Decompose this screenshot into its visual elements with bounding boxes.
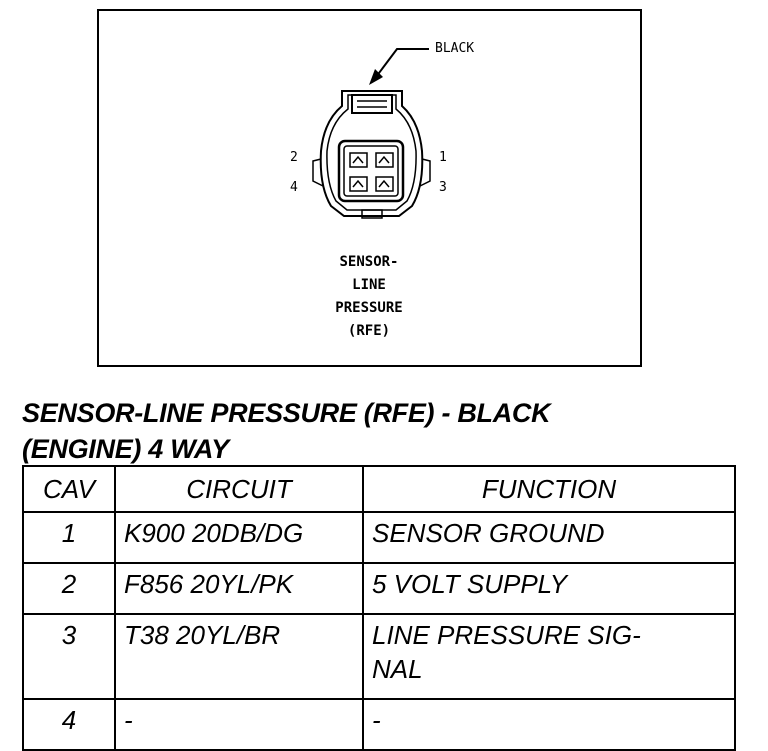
function-cell: LINE PRESSURE SIG- NAL	[362, 613, 736, 700]
circuit-cell: T38 20YL/BR	[114, 613, 364, 700]
header-row: CAV CIRCUIT FUNCTION	[22, 465, 736, 513]
connector-figure: BLACK 2 4 1 3 SENSOR- LINE PRESSURE (RFE…	[97, 9, 642, 367]
connector-drawing	[312, 48, 431, 219]
function-cell: -	[362, 698, 736, 751]
pin-label-2: 2	[290, 150, 298, 165]
table-row: 4 - -	[22, 698, 736, 751]
pinout-table: CAV CIRCUIT FUNCTION 1 K900 20DB/DG SENS…	[22, 465, 736, 751]
cav-cell: 3	[22, 613, 116, 700]
cavity-3-terminal	[375, 176, 394, 192]
cavity-block	[337, 139, 405, 203]
function-line: LINE PRESSURE SIG-	[372, 620, 641, 650]
header-function: FUNCTION	[362, 465, 736, 513]
function-cell: SENSOR GROUND	[362, 511, 736, 564]
wire-color-label: BLACK	[435, 41, 475, 56]
connector-housing	[319, 90, 424, 217]
function-cell: 5 VOLT SUPPLY	[362, 562, 736, 615]
right-rib	[419, 158, 431, 187]
cavity-2-terminal	[349, 152, 368, 168]
pin-label-1: 1	[439, 150, 447, 165]
circuit-cell: -	[114, 698, 364, 751]
title-line-2: (ENGINE) 4 WAY	[22, 434, 229, 464]
connector-housing-inner	[326, 94, 417, 211]
leader-line	[375, 48, 429, 78]
locking-tab	[351, 94, 393, 114]
page-title: SENSOR-LINE PRESSURE (RFE) - BLACK (ENGI…	[22, 395, 742, 467]
circuit-cell: F856 20YL/PK	[114, 562, 364, 615]
arrow-head	[369, 69, 383, 85]
header-cav: CAV	[22, 465, 116, 513]
sensor-caption-line: (RFE)	[347, 323, 391, 339]
left-rib	[312, 158, 324, 187]
table-row: 1 K900 20DB/DG SENSOR GROUND	[22, 511, 736, 564]
pin-label-4: 4	[290, 180, 298, 195]
sensor-caption: SENSOR- LINE PRESSURE (RFE)	[289, 251, 449, 343]
cavity-4-terminal	[349, 176, 368, 192]
title-line-1: SENSOR-LINE PRESSURE (RFE) - BLACK	[22, 398, 551, 428]
function-line: NAL	[372, 654, 423, 684]
pin-label-3: 3	[439, 180, 447, 195]
sensor-caption-line: LINE	[352, 277, 386, 293]
table-row: 2 F856 20YL/PK 5 VOLT SUPPLY	[22, 562, 736, 615]
circuit-cell: K900 20DB/DG	[114, 511, 364, 564]
cav-cell: 1	[22, 511, 116, 564]
header-circuit: CIRCUIT	[114, 465, 364, 513]
cav-cell: 4	[22, 698, 116, 751]
sensor-caption-line: SENSOR-	[339, 254, 399, 270]
table-row: 3 T38 20YL/BR LINE PRESSURE SIG- NAL	[22, 613, 736, 700]
sensor-caption-line: PRESSURE	[335, 300, 403, 316]
cavity-1-terminal	[375, 152, 394, 168]
bottom-key	[361, 209, 383, 219]
cav-cell: 2	[22, 562, 116, 615]
